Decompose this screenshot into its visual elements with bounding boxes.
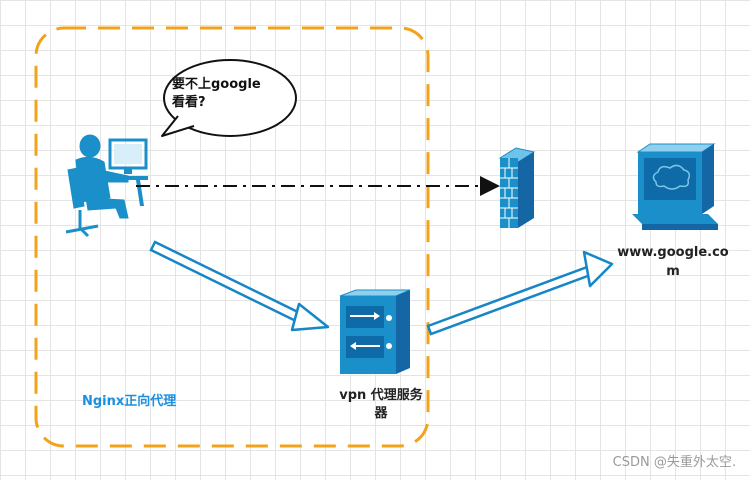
firewall-icon: [498, 147, 536, 228]
bubble-line-1: 要不上google: [172, 77, 261, 92]
proxy-to-google-arrow: [426, 250, 614, 336]
proxy-server-label-line-1: vpn 代理服务: [339, 388, 423, 403]
speech-bubble: [161, 59, 297, 137]
google-computer-icon: [632, 143, 718, 230]
proxy-server-label-line-2: 器: [374, 406, 388, 421]
target-site-label: www.google.co m: [613, 243, 733, 281]
target-site-label-line-2: m: [666, 264, 680, 279]
user-computer-icon: [65, 134, 148, 238]
forward-proxy-frame: [34, 26, 430, 448]
watermark: CSDN @失重外太空.: [612, 455, 736, 470]
bubble-line-2: 看看?: [172, 95, 206, 110]
frame-label: Nginx正向代理: [82, 394, 177, 409]
request-to-proxy-arrow: [149, 240, 330, 332]
proxy-server-icon: [339, 289, 411, 374]
proxy-server-label: vpn 代理服务 器: [326, 387, 436, 423]
target-site-label-line-1: www.google.co: [617, 245, 729, 260]
speech-bubble-text: 要不上google 看看?: [172, 76, 292, 112]
